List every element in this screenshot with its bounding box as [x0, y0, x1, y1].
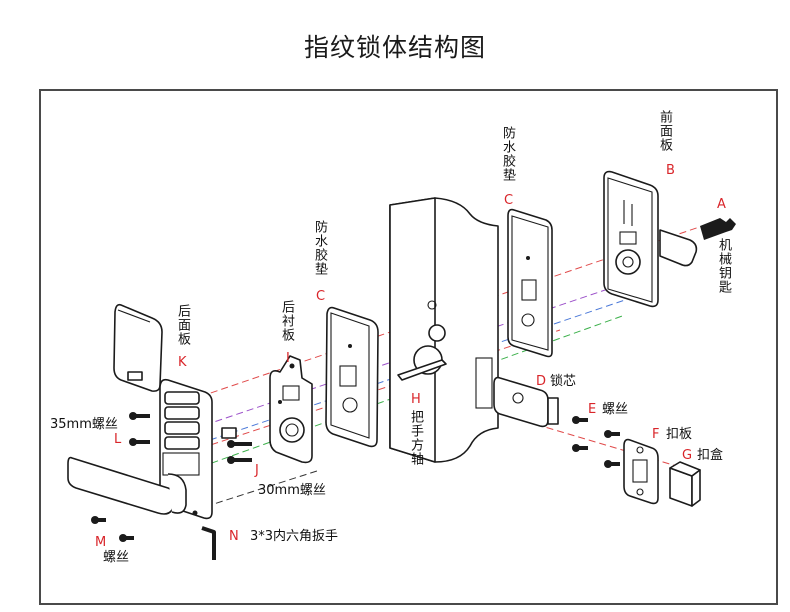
rear-gasket-part	[325, 306, 379, 448]
letter-K: K	[178, 355, 187, 370]
letter-A: A	[717, 197, 726, 212]
letter-G: G	[682, 448, 693, 463]
screw-M-1	[91, 516, 106, 524]
screw-J-2	[227, 456, 252, 464]
label-35mm-screw: 35mm螺丝	[50, 417, 118, 432]
label-strike-plate: 扣板	[666, 427, 693, 442]
label-front-panel: 前面板	[657, 110, 672, 152]
strike-plate-part	[623, 438, 659, 505]
connector-plug	[221, 427, 237, 439]
strike-box-part	[669, 461, 701, 507]
screw-L-1	[129, 412, 150, 420]
letter-C-front: C	[504, 193, 514, 208]
letter-D: D	[536, 374, 547, 389]
diagram-frame	[39, 89, 778, 605]
letter-C-rear: C	[316, 289, 326, 304]
label-30mm-screw: 30mm螺丝	[258, 483, 326, 498]
letter-E: E	[588, 402, 597, 417]
screw-E-1	[572, 416, 588, 424]
letter-F: F	[652, 427, 660, 442]
mechanical-key-part	[700, 218, 736, 240]
label-rear-backing-plate: 后衬板	[279, 300, 294, 342]
label-rear-cover: 后面板	[175, 304, 190, 346]
front-gasket-part	[507, 208, 553, 358]
letter-H: H	[411, 392, 421, 407]
hex-key-part	[201, 526, 216, 560]
label-screw-e: 螺丝	[602, 402, 629, 417]
label-square-spindle: 把手方轴	[408, 410, 423, 466]
screw-E-2	[572, 444, 588, 452]
screw-F-1	[604, 430, 620, 438]
letter-L: L	[114, 432, 122, 447]
screw-F-2	[604, 460, 620, 468]
rear-backing-plate-part	[269, 355, 313, 464]
lever-handle-part	[67, 456, 187, 515]
front-panel-part	[603, 170, 698, 308]
screw-J-1	[227, 440, 252, 448]
letter-I: I	[286, 351, 290, 366]
mortise-lock-part	[493, 376, 559, 428]
diagram-title: 指纹锁体结构图	[303, 33, 486, 62]
letter-B: B	[666, 163, 675, 178]
label-mortise-lock: 锁芯	[550, 374, 577, 389]
label-screw-m: 螺丝	[103, 550, 130, 565]
letter-N: N	[229, 529, 239, 544]
label-front-gasket: 防水胶垫	[500, 126, 515, 182]
rear-cover-part	[113, 303, 163, 392]
label-rear-gasket: 防水胶垫	[312, 220, 327, 276]
square-spindle-part	[397, 359, 447, 381]
screw-M-2	[119, 534, 134, 542]
label-strike-box: 扣盒	[697, 448, 724, 463]
letter-J: J	[255, 463, 259, 478]
label-mechanical-key: 机械钥匙	[716, 238, 731, 294]
screws-group	[91, 412, 620, 542]
screw-L-2	[129, 438, 150, 446]
label-hex-key: 3*3内六角扳手	[250, 529, 339, 544]
door-part	[389, 197, 499, 463]
letter-M: M	[95, 535, 107, 550]
